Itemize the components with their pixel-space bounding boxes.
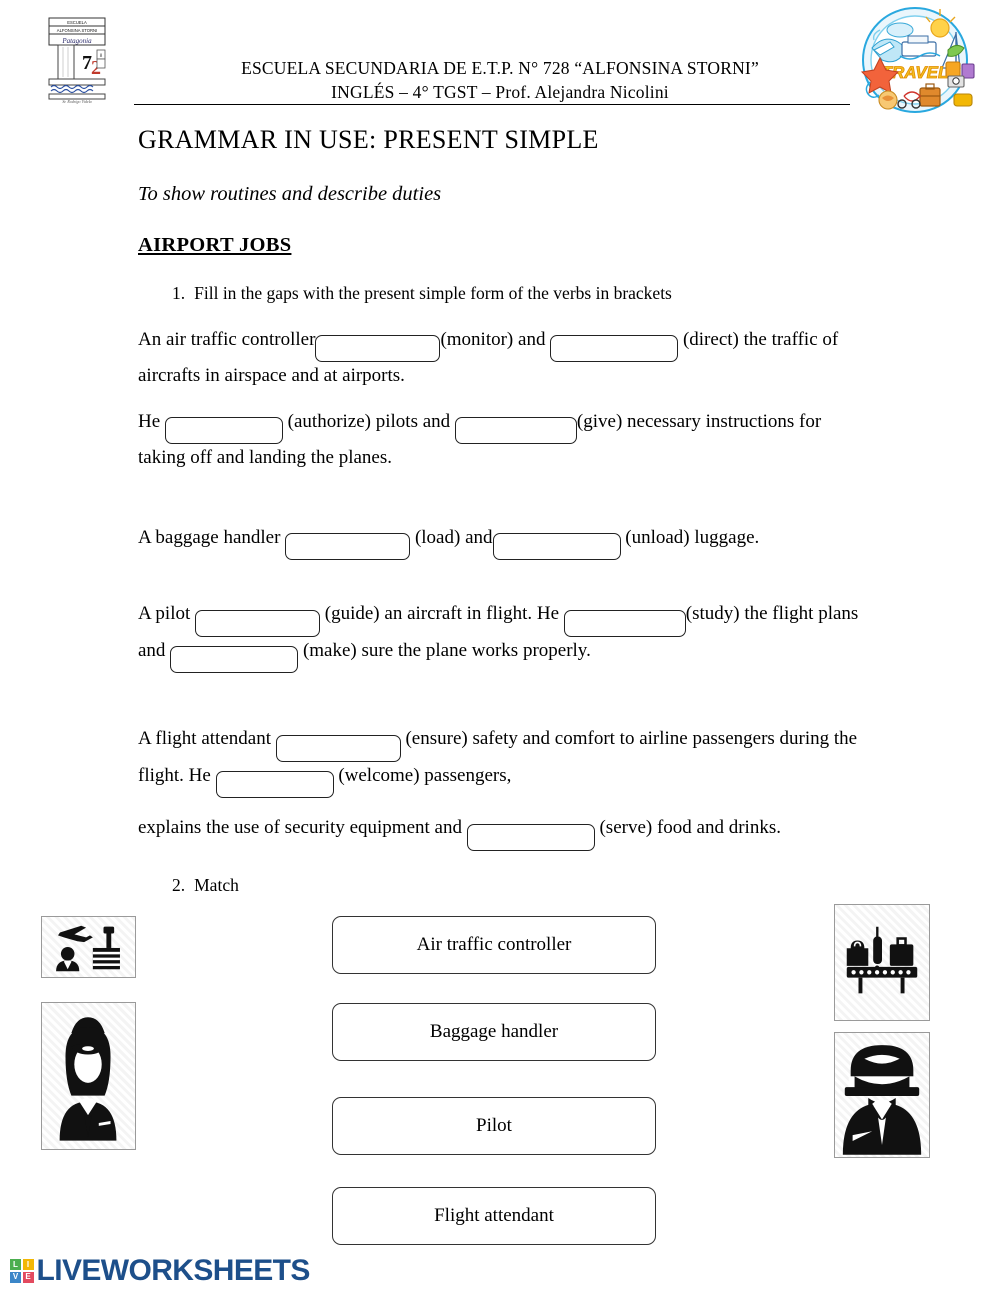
page-header: ESCUELA ALFONSINA STORNI Patagonia 7 2 8…	[0, 0, 1000, 118]
exercise-1-number: 1.	[172, 282, 186, 303]
blank-welcome[interactable]	[215, 771, 334, 799]
liveworksheets-wordmark: LIVEWORKSHEETS	[36, 1254, 311, 1287]
blank-study[interactable]	[563, 609, 686, 637]
school-name-line: ESCUELA SECUNDARIA DE E.T.P. N° 728 “ALF…	[241, 58, 759, 78]
text-run: (ensure) safety and comfort to airline p…	[138, 728, 858, 786]
match-option-air-traffic-controller[interactable]: Air traffic controller	[332, 915, 656, 974]
text-run: (give) necessary instructions for taking…	[138, 410, 822, 469]
exercise-2-number: 2.	[172, 874, 186, 895]
match-option-pilot[interactable]: Pilot	[332, 1096, 656, 1155]
match-option-label: Flight attendant	[434, 1204, 554, 1226]
air-traffic-controller-image[interactable]	[41, 915, 136, 978]
page-subtitle: To show routines and describe duties	[138, 182, 442, 205]
flight-attendant-image[interactable]	[41, 1001, 136, 1150]
worksheet-body: GRAMMAR IN USE: PRESENT SIMPLE To show r…	[0, 118, 1000, 1262]
svg-text:Patagonia: Patagonia	[61, 37, 92, 45]
section-heading: AIRPORT JOBS	[138, 233, 292, 256]
paragraph-pilot: A pilot (guide) an aircraft in flight. H…	[0, 600, 1000, 674]
blank-make[interactable]	[170, 646, 299, 674]
travel-doodle-graphic: TRAVEL	[844, 4, 986, 116]
paragraph-baggage-handler: A baggage handler (load) and (unload) lu…	[0, 524, 1000, 561]
paragraph-air-traffic-controller: An air traffic controller (monitor) and (…	[0, 326, 1000, 390]
match-exercise-area: Air traffic controller Baggage handler P…	[0, 903, 1000, 1262]
liveworksheets-logo-tiles: L I V E	[10, 1259, 34, 1283]
logo-tile-v: V	[10, 1271, 21, 1283]
text-run: (welcome) passengers,	[333, 764, 512, 786]
course-line: INGLÉS – 4° TGST – Prof. Alejandra Nicol…	[331, 82, 669, 103]
match-option-baggage-handler[interactable]: Baggage handler	[332, 1002, 656, 1061]
paragraph-flight-attendant: A flight attendant (ensure) safety and c…	[0, 725, 1000, 799]
page-title: GRAMMAR IN USE: PRESENT SIMPLE	[138, 125, 599, 154]
exercise-2-instruction: 2. Match	[0, 875, 1000, 896]
text-run: (unload) luggage.	[620, 526, 760, 548]
svg-text:ESCUELA: ESCUELA	[67, 20, 87, 25]
text-run: An air traffic controller	[138, 328, 316, 350]
text-run: (serve) food and drinks.	[594, 817, 781, 839]
paragraph-flight-attendant-continued: explains the use of security equipment a…	[0, 814, 1000, 851]
logo-tile-l: L	[10, 1259, 21, 1271]
pilot-image[interactable]	[834, 1031, 930, 1158]
text-run: explains the use of security equipment a…	[138, 817, 467, 839]
svg-text:ALFONSINA STORNI: ALFONSINA STORNI	[57, 28, 97, 33]
blank-unload[interactable]	[492, 533, 621, 561]
text-run: (study) the flight plans and	[138, 603, 859, 661]
blank-serve[interactable]	[466, 823, 595, 851]
text-run: (make) sure the plane works properly.	[298, 639, 591, 661]
blank-give[interactable]	[454, 417, 577, 445]
svg-text:7: 7	[82, 52, 92, 74]
school-crest-logo: ESCUELA ALFONSINA STORNI Patagonia 7 2 8…	[38, 12, 116, 104]
text-run: He	[138, 410, 165, 432]
text-run: A flight attendant	[138, 728, 276, 750]
blank-authorize[interactable]	[164, 417, 283, 445]
text-run: (authorize) pilots and	[282, 410, 455, 432]
blank-guide[interactable]	[195, 609, 321, 637]
text-run: A pilot	[138, 603, 196, 625]
match-option-label: Pilot	[476, 1114, 512, 1136]
exercise-1-instruction: 1. Fill in the gaps with the present simp…	[0, 283, 1000, 304]
text-run: (guide) an aircraft in flight. He	[320, 603, 564, 625]
blank-direct[interactable]	[550, 335, 679, 363]
paragraph-he-authorize: He (authorize) pilots and (give) necessa…	[0, 408, 1000, 472]
text-run: A baggage handler	[138, 526, 286, 548]
svg-text:2: 2	[91, 57, 101, 79]
exercise-1-text: Fill in the gaps with the present simple…	[194, 282, 672, 303]
logo-tile-i: I	[22, 1259, 34, 1271]
blank-ensure[interactable]	[275, 734, 401, 762]
blank-load[interactable]	[285, 533, 411, 561]
match-option-label: Air traffic controller	[416, 933, 572, 955]
text-run: (direct) the traffic of aircrafts in air…	[138, 328, 839, 387]
exercise-2-text: Match	[194, 874, 239, 895]
svg-text:Sr. Rodrigo Videla: Sr. Rodrigo Videla	[62, 99, 91, 104]
text-run: (load) and	[410, 526, 493, 548]
match-option-flight-attendant[interactable]: Flight attendant	[332, 1186, 656, 1245]
svg-text:TRAVEL: TRAVEL	[882, 63, 949, 82]
svg-text:8: 8	[100, 54, 103, 59]
baggage-conveyor-image[interactable]	[834, 903, 930, 1021]
liveworksheets-footer: L I V E LIVEWORKSHEETS	[10, 1254, 310, 1288]
logo-tile-e: E	[22, 1271, 34, 1283]
match-option-label: Baggage handler	[429, 1020, 559, 1042]
header-divider	[134, 104, 850, 105]
header-institution-text: ESCUELA SECUNDARIA DE E.T.P. N° 728 “ALF…	[150, 56, 850, 104]
text-run: (monitor) and	[440, 328, 551, 350]
blank-monitor[interactable]	[315, 335, 441, 363]
